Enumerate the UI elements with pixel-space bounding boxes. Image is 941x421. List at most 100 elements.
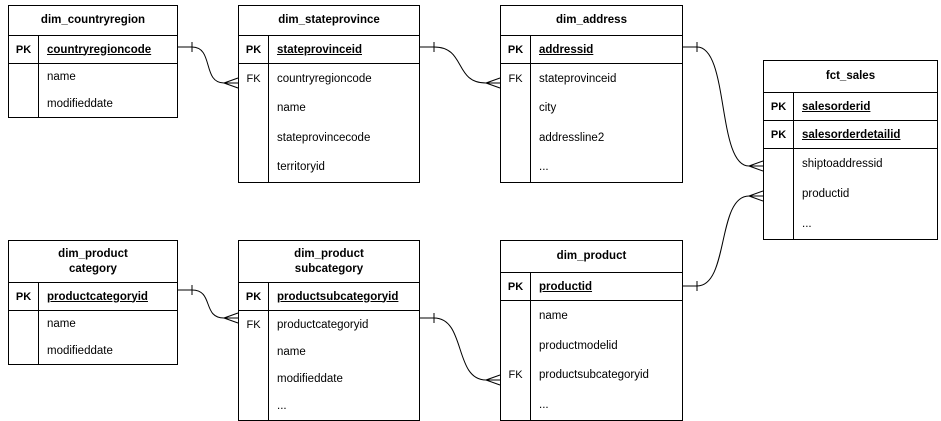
- crowsfoot-lower-productcategory-to-subcategory: [223, 317, 239, 324]
- key-row-fct_sales-1[interactable]: PK salesorderdetailid: [764, 121, 937, 149]
- key-row-dim_productsubcategory-0[interactable]: PK productsubcategoryid: [239, 283, 419, 311]
- crowsfoot-upper-address-to-sales: [748, 160, 764, 167]
- field-dim_product-3: ...: [539, 399, 549, 412]
- field-list-fct_sales: shiptoaddressid productid...: [794, 149, 937, 239]
- field-list-dim_stateprovince: countryregioncode name stateprovincecode te…: [269, 64, 419, 182]
- key-field-dim_productsubcategory-0: productsubcategoryid: [277, 290, 399, 303]
- relationship-line-product-to-sales: [696, 195, 750, 287]
- key-field-dim_stateprovince-0: stateprovinceid: [277, 43, 362, 56]
- key-field-fct_sales-0: salesorderid: [802, 100, 871, 113]
- entity-title-dim_countryregion: dim_countryregion: [9, 6, 177, 36]
- body-section-dim_countryregion: name modifieddate: [9, 64, 177, 117]
- key-row-fct_sales-0[interactable]: PK salesorderid: [764, 93, 937, 121]
- field-dim_address-1: city: [539, 102, 557, 115]
- relationship-subcategory-to-product[interactable]: [420, 313, 501, 386]
- key-marker-dim_productcategory-0: PK: [9, 283, 39, 310]
- field-list-dim_productcategory: name modifieddate: [39, 311, 177, 364]
- body-section-dim_stateprovince: FK countryregioncode name stateprovincecode…: [239, 64, 419, 182]
- key-field-dim_productcategory-0: productcategoryid: [47, 290, 148, 303]
- body-key-marker-dim_productsubcategory: FK: [246, 318, 261, 331]
- field-dim_product-2: productsubcategoryid: [539, 369, 649, 382]
- field-fct_sales-0: shiptoaddressid: [802, 158, 883, 170]
- body-key-marker-dim_stateprovince: FK: [246, 72, 261, 85]
- body-key-column-dim_productsubcategory: FK: [239, 311, 269, 420]
- body-key-column-dim_countryregion: [9, 64, 39, 117]
- body-key-column-dim_stateprovince: FK: [239, 64, 269, 182]
- key-field-dim_countryregion-0: countryregioncode: [47, 43, 152, 56]
- crowsfoot-lower-countryregion-to-stateprovince: [223, 82, 239, 89]
- entity-title-dim_product: dim_product: [501, 241, 682, 273]
- entity-title-fct_sales: fct_sales: [764, 61, 937, 93]
- relationship-line-stateprovince-to-address: [433, 46, 487, 84]
- field-dim_productcategory-0: name: [47, 318, 76, 331]
- field-dim_productsubcategory-2: modifieddate: [277, 373, 343, 386]
- relationship-productcategory-to-subcategory[interactable]: [178, 285, 239, 324]
- relationship-address-to-sales[interactable]: [683, 42, 764, 172]
- entity-title-dim_stateprovince: dim_stateprovince: [239, 6, 419, 36]
- field-dim_address-3: ...: [539, 161, 549, 174]
- field-dim_stateprovince-2: stateprovincecode: [277, 131, 371, 144]
- relationship-line-countryregion-to-stateprovince: [191, 46, 225, 84]
- body-key-column-dim_productcategory: [9, 311, 39, 364]
- crowsfoot-lower-address-to-sales: [748, 165, 764, 172]
- key-marker-fct_sales-1: PK: [764, 121, 794, 148]
- relationship-product-to-sales[interactable]: [683, 190, 764, 291]
- field-dim_productsubcategory-3: ...: [277, 400, 287, 413]
- key-marker-dim_address-0: PK: [501, 36, 531, 63]
- field-fct_sales-1: productid: [802, 188, 850, 200]
- key-marker-dim_product-0: PK: [501, 273, 531, 300]
- field-dim_productsubcategory-1: name: [277, 345, 306, 358]
- body-key-column-dim_product: FK: [501, 301, 531, 420]
- relationship-line-subcategory-to-product: [433, 317, 487, 381]
- crowsfoot-upper-subcategory-to-product: [485, 374, 501, 381]
- crowsfoot-upper-product-to-sales: [748, 190, 764, 197]
- field-dim_address-0: stateprovinceid: [539, 72, 617, 85]
- field-dim_product-1: productmodelid: [539, 339, 618, 352]
- entity-title-dim_productsubcategory: dim_product subcategory: [239, 241, 419, 283]
- field-dim_countryregion-1: modifieddate: [47, 97, 113, 110]
- relationship-line-productcategory-to-subcategory: [191, 289, 225, 319]
- key-row-dim_stateprovince-0[interactable]: PK stateprovinceid: [239, 36, 419, 64]
- crowsfoot-upper-stateprovince-to-address: [485, 77, 501, 84]
- field-fct_sales-2: ...: [802, 218, 812, 230]
- key-marker-dim_stateprovince-0: PK: [239, 36, 269, 63]
- key-marker-fct_sales-0: PK: [764, 93, 794, 120]
- key-marker-dim_countryregion-0: PK: [9, 36, 39, 63]
- relationship-stateprovince-to-address[interactable]: [420, 42, 501, 89]
- body-section-dim_productcategory: name modifieddate: [9, 311, 177, 364]
- key-marker-dim_productsubcategory-0: PK: [239, 283, 269, 310]
- relationship-line-address-to-sales: [696, 46, 750, 167]
- crowsfoot-lower-stateprovince-to-address: [485, 82, 501, 89]
- crowsfoot-lower-subcategory-to-product: [485, 379, 501, 386]
- entity-title-dim_productcategory: dim_product category: [9, 241, 177, 283]
- key-field-fct_sales-1: salesorderdetailid: [802, 128, 901, 141]
- field-list-dim_productsubcategory: productcategoryid name modifieddate...: [269, 311, 419, 420]
- field-dim_stateprovince-0: countryregioncode: [277, 72, 372, 85]
- key-row-dim_productcategory-0[interactable]: PK productcategoryid: [9, 283, 177, 311]
- body-key-marker-dim_address: FK: [508, 72, 523, 85]
- field-dim_countryregion-0: name: [47, 71, 76, 84]
- key-row-dim_countryregion-0[interactable]: PK countryregioncode: [9, 36, 177, 64]
- field-dim_productsubcategory-0: productcategoryid: [277, 318, 369, 331]
- field-dim_productcategory-1: modifieddate: [47, 344, 113, 357]
- body-key-column-fct_sales: [764, 149, 794, 239]
- relationship-countryregion-to-stateprovince[interactable]: [178, 42, 239, 89]
- body-section-fct_sales: shiptoaddressid productid...: [764, 149, 937, 239]
- field-dim_stateprovince-3: territoryid: [277, 161, 325, 174]
- field-dim_stateprovince-1: name: [277, 102, 306, 115]
- entity-title-dim_address: dim_address: [501, 6, 682, 36]
